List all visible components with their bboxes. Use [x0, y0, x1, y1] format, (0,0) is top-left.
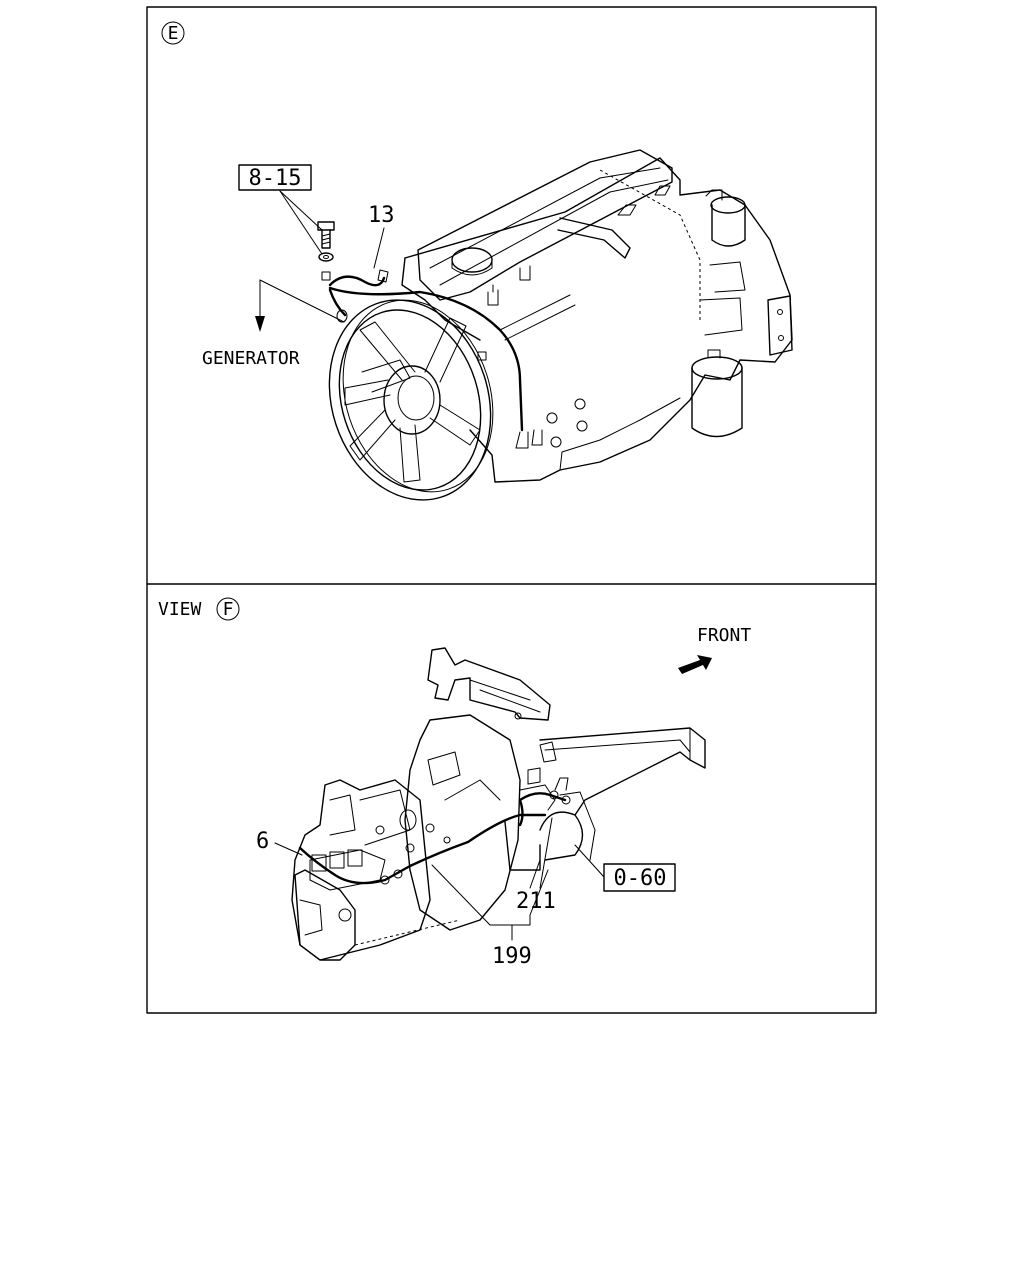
diagram-frame [146, 6, 877, 1014]
callout-199: 199 [431, 864, 549, 969]
view-letter-f: F [223, 599, 234, 620]
callout-generator: GENERATOR [202, 279, 345, 369]
front-label: FRONT [697, 625, 751, 646]
front-direction: FRONT [678, 625, 751, 674]
callout-13-text: 13 [368, 203, 395, 228]
callout-8-15: 8-15 [238, 164, 323, 255]
view-marker-e: E [161, 21, 185, 45]
generator-label: GENERATOR [202, 348, 300, 369]
panel-top: E [161, 21, 793, 501]
view-marker-f: VIEW F [158, 597, 240, 621]
front-arrow-icon [678, 655, 712, 674]
wire-harness-199 [298, 790, 571, 885]
panel-bottom: VIEW F FRONT [158, 597, 751, 969]
bolt-and-washer [317, 221, 335, 281]
callout-6-text: 6 [256, 829, 269, 854]
view-prefix: VIEW [158, 599, 202, 620]
callout-199-text: 199 [492, 944, 532, 969]
view-letter-e: E [168, 23, 179, 44]
callout-0-60: 0-60 [574, 844, 676, 892]
engine-drawing [328, 149, 793, 501]
transmission-drawing [291, 647, 706, 961]
callout-6: 6 [256, 829, 303, 856]
callout-13: 13 [368, 203, 395, 269]
wire-harness-13 [328, 269, 543, 449]
callout-0-60-text: 0-60 [614, 866, 667, 891]
callout-8-15-text: 8-15 [249, 166, 302, 191]
